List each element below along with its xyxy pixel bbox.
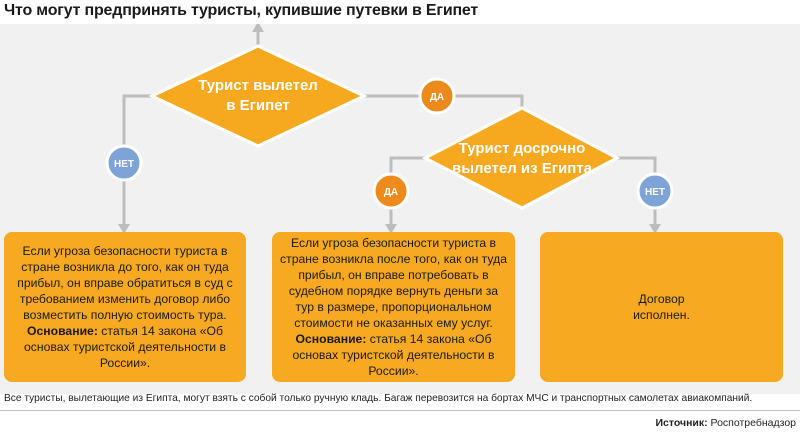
flowchart: Турист вылетел в Египет Турист досрочно … — [105, 24, 674, 234]
source-credit: Источник: Роспотребнадзор — [655, 417, 796, 429]
outcome-text: Если угроза безопасности туриста в стран… — [280, 236, 507, 330]
badge-no-text: НЕТ — [645, 187, 665, 198]
outcome-box-after-arrival: Если угроза безопасности туриста в стран… — [272, 232, 515, 382]
source-text: Роспотребнадзор — [710, 417, 796, 429]
outcome-text: Договор исполнен. — [633, 292, 690, 322]
badge-no-1: НЕТ — [105, 144, 143, 182]
badge-yes-text: ДА — [384, 187, 398, 198]
basis-label: Основание: — [295, 332, 367, 346]
connector-no-left — [122, 94, 152, 230]
outcome-basis: Основание: статья 14 закона «Об основах … — [12, 323, 238, 371]
outcome-text: Если угроза безопасности туриста в стран… — [17, 244, 233, 322]
outcome-box-before-arrival: Если угроза безопасности туриста в стран… — [4, 232, 246, 382]
diamond-shape — [421, 106, 621, 210]
badge-yes-2: ДА — [372, 172, 410, 210]
badge-no-text: НЕТ — [114, 159, 134, 170]
arrow-down-icon — [385, 224, 397, 234]
decision-flew-to-egypt: Турист вылетел в Египет — [148, 44, 368, 148]
basis-text: статья 14 закона «Об основах туристской … — [24, 324, 226, 370]
decision1-line2: в Египет — [226, 97, 289, 114]
diamond-shape — [148, 44, 368, 148]
decision2-line1: Турист досрочно — [459, 140, 586, 157]
basis-text: статья 14 закона «Об основах туристской … — [292, 332, 495, 378]
outcome-basis: Основание: статья 14 закона «Об основах … — [280, 331, 507, 379]
arrow-up-icon — [252, 24, 264, 32]
decision1-line1: Турист вылетел — [198, 77, 318, 94]
source-label: Источник: — [655, 417, 708, 429]
arrow-down-icon — [649, 224, 661, 234]
outcome-box-contract-fulfilled: Договор исполнен. — [540, 232, 783, 382]
page-title: Что могут предпринять туристы, купившие … — [4, 2, 479, 19]
badge-yes-text: ДА — [430, 92, 444, 103]
footnote: Все туристы, вылетающие из Египта, могут… — [4, 393, 753, 404]
basis-label: Основание: — [27, 324, 98, 338]
decision2-line2: вылетел из Египта — [452, 160, 593, 177]
arrow-down-icon — [118, 224, 130, 234]
divider — [0, 410, 800, 411]
decision-left-early: Турист досрочно вылетел из Египта — [421, 106, 621, 210]
badge-yes-1: ДА — [418, 77, 456, 115]
badge-no-2: НЕТ — [636, 172, 674, 210]
